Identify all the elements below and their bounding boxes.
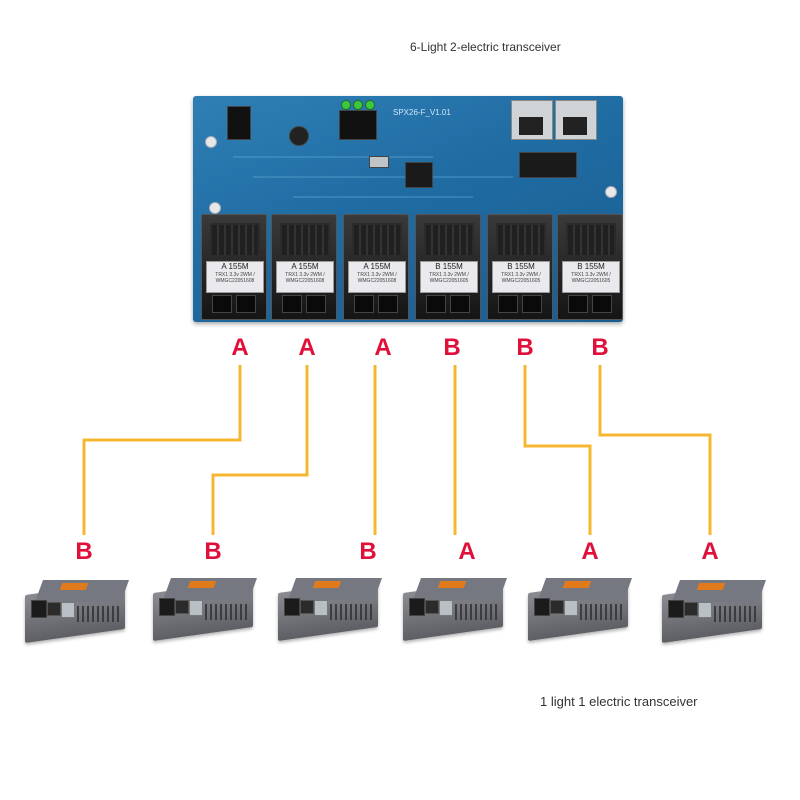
fiber-line-5 — [523, 365, 592, 535]
controller-chip — [405, 162, 433, 188]
top-caption: 6-Light 2-electric transceiver — [410, 40, 561, 54]
bottom-letter-2: B — [204, 538, 222, 565]
status-led — [365, 100, 375, 110]
module-label: B 155M — [435, 262, 463, 271]
crystal — [369, 156, 389, 168]
media-converter-2 — [153, 578, 258, 642]
module-label: B 155M — [507, 262, 535, 271]
top-letter-2: A — [298, 334, 316, 361]
power-jack — [227, 106, 251, 140]
module-label: A 155M — [363, 262, 391, 271]
mount-hole — [209, 202, 221, 214]
media-converter-1 — [25, 580, 130, 644]
magnetics-chip — [519, 152, 577, 178]
module-label: A 155M — [291, 262, 319, 271]
fiber-line-2 — [211, 365, 309, 535]
mount-hole — [605, 186, 617, 198]
media-converter-3 — [278, 578, 383, 642]
bottom-caption: 1 light 1 electric transceiver — [540, 694, 698, 709]
board-silkscreen: SPX26-F_V1.01 — [393, 108, 451, 117]
module-spec: TRX1 3.3v 2WM / WMGC22051605 — [571, 272, 611, 284]
top-letter-3: A — [374, 334, 392, 361]
status-led — [341, 100, 351, 110]
bottom-letter-4: A — [458, 538, 476, 565]
header-connector — [339, 110, 377, 140]
mount-hole — [205, 136, 217, 148]
media-converter-6 — [662, 580, 767, 644]
bottom-letter-6: A — [701, 538, 719, 565]
top-letter-1: A — [231, 334, 249, 361]
module-label: B 155M — [577, 262, 605, 271]
status-led — [353, 100, 363, 110]
media-converter-4 — [403, 578, 508, 642]
media-converter-5 — [528, 578, 633, 642]
bottom-letter-1: B — [75, 538, 93, 565]
module-spec: TRX1 3.3v 2WM / WMGC22051608 — [285, 272, 325, 284]
module-spec: TRX1 3.3v 2WM / WMGC22051605 — [501, 272, 541, 284]
module-label: A 155M — [221, 262, 249, 271]
capacitor — [289, 126, 309, 146]
module-spec: TRX1 3.3v 2WM / WMGC22051605 — [429, 272, 469, 284]
bottom-letter-5: A — [581, 538, 599, 565]
top-letter-5: B — [516, 334, 534, 361]
fiber-line-1 — [82, 365, 242, 535]
module-spec: TRX1 3.3v 2WM / WMGC22051608 — [357, 272, 397, 284]
fiber-line-6 — [598, 365, 712, 535]
rj45-port — [555, 100, 597, 140]
module-spec: TRX1 3.3v 2WM / WMGC22051608 — [215, 272, 255, 284]
top-letter-4: B — [443, 334, 461, 361]
top-letter-6: B — [591, 334, 609, 361]
rj45-port — [511, 100, 553, 140]
bottom-letter-3: B — [359, 538, 377, 565]
